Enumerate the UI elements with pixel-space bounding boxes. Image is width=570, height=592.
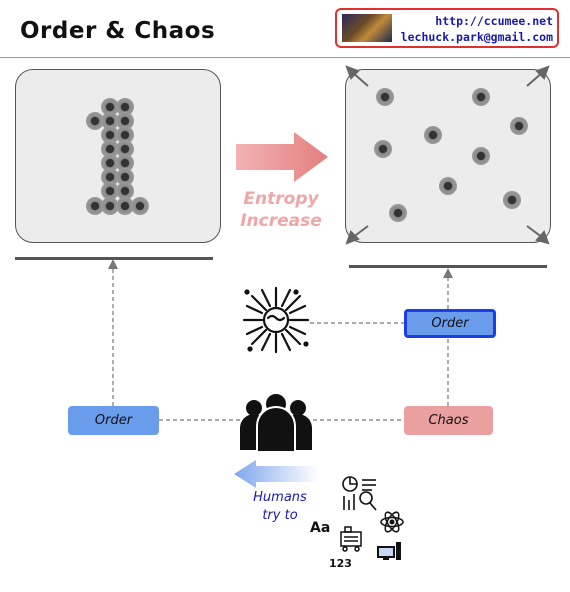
explosion-icon bbox=[242, 286, 310, 354]
expansion-arrows bbox=[345, 65, 550, 245]
contact-card: http://ccumee.net lechuck.park@gmail.com bbox=[335, 8, 559, 48]
page-title: Order & Chaos bbox=[20, 18, 216, 44]
entropy-label: Entropy Increase bbox=[226, 188, 336, 232]
entropy-arrow bbox=[236, 132, 328, 182]
header-divider bbox=[0, 57, 570, 58]
ordered-ground-line bbox=[15, 257, 213, 260]
people-icon bbox=[240, 392, 312, 453]
robot-icon bbox=[340, 526, 362, 552]
ordered-panel bbox=[15, 69, 221, 243]
humans-label-line1: Humans bbox=[253, 490, 307, 505]
humans-arrow bbox=[234, 460, 318, 488]
ordered-particles bbox=[86, 98, 149, 215]
chaotic-ground-line bbox=[349, 265, 547, 268]
humans-label: Humans try to bbox=[245, 489, 315, 525]
contact-email[interactable]: lechuck.park@gmail.com bbox=[400, 30, 553, 44]
chaos-box: Chaos bbox=[404, 406, 493, 435]
number-icon: 123 bbox=[329, 557, 352, 570]
text-icon: Aa bbox=[310, 520, 331, 536]
contact-url[interactable]: http://ccumee.net bbox=[435, 14, 553, 28]
order-box-left: Order bbox=[68, 406, 159, 435]
up-arrowhead-right bbox=[443, 268, 453, 278]
entropy-label-line2: Increase bbox=[240, 211, 322, 231]
up-arrowhead-left bbox=[108, 259, 118, 269]
thumbnail-image bbox=[342, 14, 392, 42]
entropy-label-line1: Entropy bbox=[243, 189, 319, 209]
atom-icon bbox=[380, 511, 404, 533]
chart-icon bbox=[342, 476, 377, 511]
humans-label-line2: try to bbox=[262, 508, 298, 523]
order-box-highlighted: Order bbox=[404, 309, 496, 338]
computer-icon bbox=[377, 542, 401, 560]
chaotic-particles bbox=[374, 88, 528, 222]
